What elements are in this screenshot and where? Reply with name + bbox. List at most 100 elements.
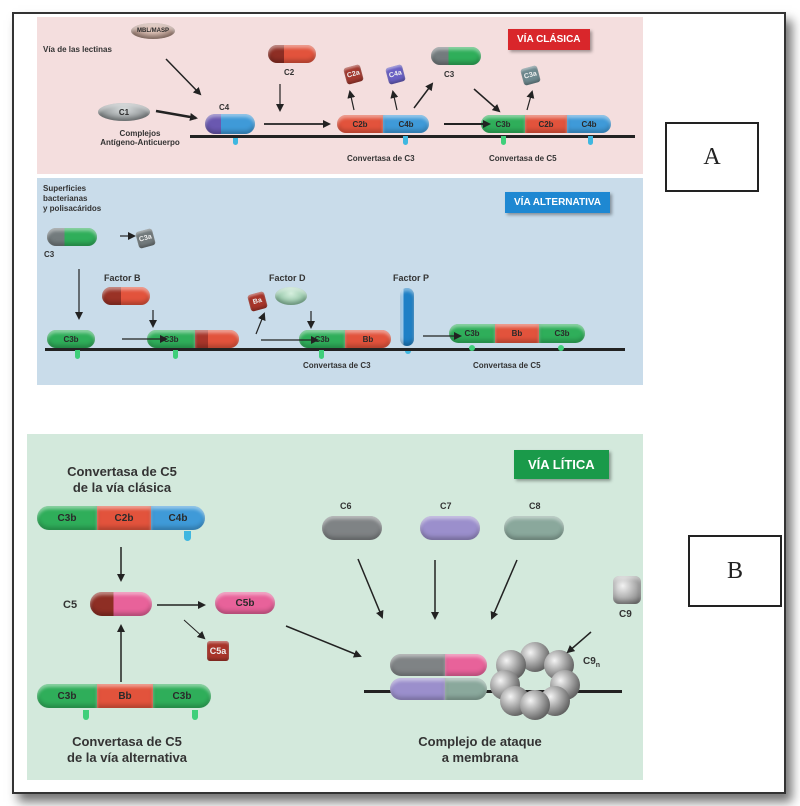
alt-c3-label: C3	[44, 250, 55, 259]
c9-subunit	[520, 690, 550, 720]
lytic-alt-c3b-2: C3b	[153, 684, 211, 708]
c4-label: C4	[219, 103, 230, 112]
fragment-label: Ba	[252, 296, 263, 307]
segment-label: C2b	[352, 119, 368, 129]
c3bb-complex-c3b: C3b	[147, 330, 195, 348]
segment-label: Bb	[118, 690, 132, 702]
c4a-fragment: C4a	[385, 64, 406, 85]
fragment-label: C4a	[388, 69, 403, 80]
classic-c5-title-line2: de la vía clásica	[72, 480, 172, 495]
segment-label: C3b	[163, 334, 179, 344]
c3-label: C3	[444, 70, 455, 79]
c5a-fragment: C5a	[207, 641, 229, 661]
c1-label: C1	[118, 107, 130, 117]
c2a-fragment: C2a	[343, 64, 364, 85]
fragment-label: C3a	[138, 233, 153, 244]
c9-molecule	[613, 576, 641, 604]
alt-c3-convertase-label: Convertasa de C3	[303, 361, 371, 370]
c9n-text: C9	[583, 656, 596, 667]
factor-d-molecule	[275, 287, 307, 305]
figure-frame: VÍA CLÁSICA MBL/MASP Vía de las lectinas…	[12, 12, 786, 794]
segment-label: C3b	[314, 334, 330, 344]
classic-c3-convertase-c4b: C4b	[383, 115, 429, 133]
lytic-classic-c4b: C4b	[151, 506, 205, 530]
c3a-fragment: C3a	[520, 65, 541, 86]
classic-c3-convertase-label: Convertasa de C3	[347, 154, 415, 163]
classic-pathway-panel: VÍA CLÁSICA MBL/MASP Vía de las lectinas…	[37, 17, 643, 174]
c9-ring-subunits	[490, 642, 580, 720]
alt-c3-convertase-anchor	[319, 350, 324, 359]
alt-c5-title-line2: de la vía alternativa	[67, 750, 187, 765]
alt-c5-title-line1: Convertasa de C5	[72, 734, 182, 749]
factor-p-molecule	[400, 288, 414, 346]
c1-molecule: C1	[98, 103, 150, 121]
lytic-classic-c2b: C2b	[97, 506, 151, 530]
ba-fragment: Ba	[247, 291, 268, 312]
alt-c3-convertase-bb: Bb	[345, 330, 391, 348]
c4-molecule	[205, 114, 255, 134]
section-label-b: B	[688, 535, 782, 607]
alt-c5-anchor-1	[469, 345, 475, 351]
section-label-a: A	[665, 122, 759, 192]
classic-c5-convertase-c2b: C2b	[525, 115, 567, 133]
fragment-label: C2a	[346, 69, 361, 80]
c5-label: C5	[63, 599, 78, 611]
classic-c5-title-line1: Convertasa de C5	[67, 464, 177, 479]
segment-label: Bb	[511, 329, 523, 338]
segment-label: C3b	[172, 690, 192, 702]
c9-subunit	[520, 642, 550, 672]
segment-label: C4b	[398, 119, 414, 129]
classic-c5-convertase-title: Convertasa de C5 de la vía clásica	[47, 464, 197, 496]
c5b-molecule: C5b	[215, 592, 275, 614]
mbl-masp-label: MBL/MASP	[137, 28, 169, 34]
c9-polymer-ring	[490, 642, 580, 720]
mac-c8	[445, 678, 487, 700]
alt-c3b-molecule: C3b	[47, 330, 95, 348]
lytic-alt-c3b-1: C3b	[37, 684, 97, 708]
segment-label: C2b	[538, 119, 554, 129]
alt-c5-anchor-2	[558, 345, 564, 351]
segment-label: C3b	[464, 329, 480, 338]
mac-label-line1: Complejo de ataque	[418, 734, 542, 749]
lytic-pathway-badge: VÍA LÍTICA	[514, 450, 609, 479]
c7-molecule	[420, 516, 480, 540]
c7-label: C7	[440, 501, 452, 511]
mac-label: Complejo de ataque a membrana	[405, 734, 555, 766]
alt-c3-molecule	[47, 228, 97, 246]
c6-molecule	[322, 516, 382, 540]
alt-c3-convertase-c3b: C3b	[299, 330, 345, 348]
factor-d-label: Factor D	[269, 273, 306, 283]
factor-b-label: Factor B	[104, 273, 141, 283]
c2-molecule	[268, 45, 316, 63]
c5-molecule	[90, 592, 152, 616]
lytic-pathway-panel: VÍA LÍTICA Convertasa de C5 de la vía cl…	[27, 434, 643, 780]
classic-membrane	[190, 135, 635, 138]
fragment-label: C3a	[523, 70, 538, 81]
factor-p-label: Factor P	[393, 273, 430, 283]
lytic-alt-anchor-2	[192, 710, 198, 720]
mac-c7	[390, 678, 445, 700]
c5b-label: C5b	[235, 597, 255, 609]
c3bb-complex-factor-b	[195, 330, 239, 348]
c2-label: C2	[284, 68, 295, 77]
bacterial-surfaces-line2: bacterianas	[43, 194, 88, 203]
bacterial-surfaces-line3: y polisacáridos	[43, 204, 102, 213]
factor-p-anchor	[405, 348, 411, 354]
lytic-c4b-anchor	[184, 531, 191, 541]
c9n-label: C9n	[583, 656, 600, 669]
segment-label: C3b	[495, 119, 511, 129]
segment-label: C3b	[57, 512, 77, 524]
fragment-label: C5a	[209, 646, 227, 656]
classic-c5-convertase-c3b: C3b	[481, 115, 525, 133]
classic-pathway-badge: VÍA CLÁSICA	[508, 29, 590, 50]
alt-c3b-anchor	[75, 350, 80, 359]
mbl-masp-molecule: MBL/MASP	[131, 23, 175, 39]
c8-label: C8	[529, 501, 541, 511]
c4-membrane-anchor	[233, 136, 238, 145]
classic-c3-convertase-c2b: C2b	[337, 115, 383, 133]
c3bb-anchor	[173, 350, 178, 359]
alt-c5-convertase-bb: Bb	[495, 324, 539, 343]
immune-complex-label-line1: Complejos	[119, 129, 161, 138]
mac-c6	[390, 654, 445, 676]
c3-molecule	[431, 47, 481, 65]
